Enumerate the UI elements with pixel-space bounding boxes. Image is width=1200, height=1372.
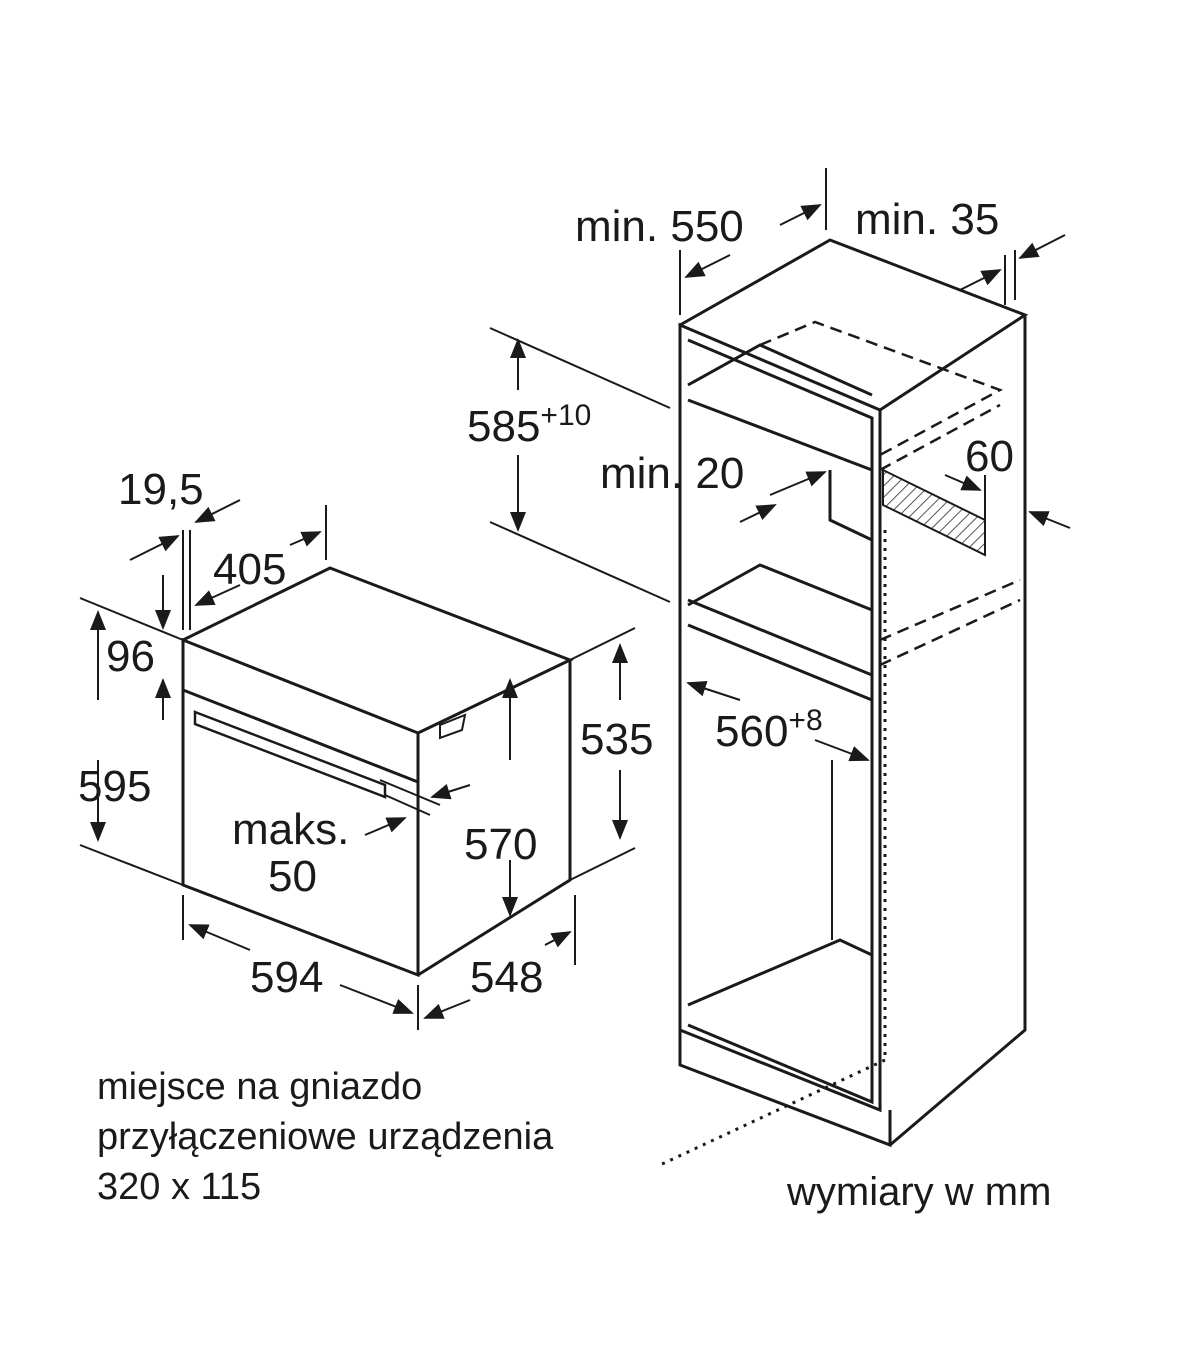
- side-height-label: 535: [580, 715, 654, 764]
- socket-note-line2: przyłączeniowe urządzenia: [97, 1116, 554, 1158]
- cabinet-dimension-lines: [489, 168, 1071, 940]
- socket-note-line1: miejsce na gniazdo: [97, 1066, 423, 1108]
- oven-drawing: [181, 566, 574, 978]
- socket-note: miejsce na gniazdo przyłączeniowe urządz…: [97, 1062, 553, 1212]
- niche-height-tolerance: +10: [540, 399, 592, 432]
- inner-height-label: 570: [464, 820, 538, 869]
- oven-height-label: 595: [78, 762, 152, 811]
- niche-width-value: 560: [715, 707, 789, 756]
- socket-note-line3: 320 x 115: [97, 1166, 262, 1208]
- panel-depth-label: 19,5: [118, 465, 204, 514]
- cabinet-drawing: [659, 238, 1029, 1167]
- min-depth-label: min. 550: [575, 202, 744, 251]
- niche-height-value: 585: [467, 402, 541, 451]
- oven-width-label: 594: [250, 953, 324, 1002]
- niche-width-tolerance: +8: [788, 704, 823, 737]
- units-note: wymiary w mm: [787, 1170, 1052, 1214]
- min-gap-label: min. 35: [855, 195, 1000, 244]
- max-value-label: 50: [268, 852, 317, 901]
- niche-height-label: 585+10: [467, 401, 591, 451]
- oven-dimension-lines: [79, 499, 636, 1030]
- max-label: maks.: [232, 805, 350, 854]
- min-20-label: min. 20: [600, 449, 745, 498]
- oven-depth-label: 548: [470, 953, 544, 1002]
- niche-width-label: 560+8: [715, 706, 823, 756]
- top-depth-label: 405: [213, 545, 287, 594]
- vent-label: 60: [965, 432, 1014, 481]
- panel-height-label: 96: [106, 632, 155, 681]
